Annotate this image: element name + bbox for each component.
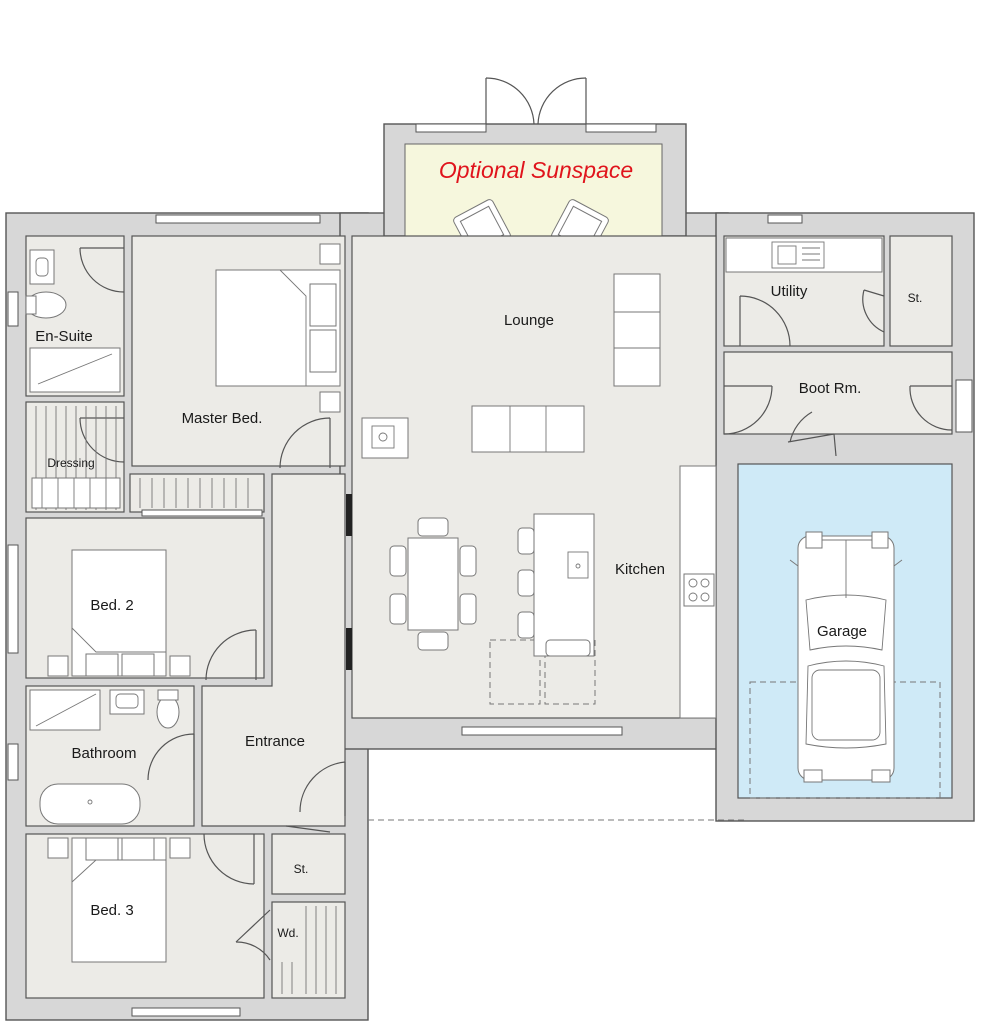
lounge-furniture <box>361 273 661 459</box>
bathroom-fixtures <box>29 689 180 825</box>
bed2-furniture <box>47 549 191 677</box>
dining-furniture <box>389 517 477 651</box>
ensuite-fixtures <box>25 249 121 393</box>
wardrobe-rails <box>281 906 337 994</box>
room-label-utility: Utility <box>771 283 808 300</box>
room-label-ensuite: En-Suite <box>35 328 93 345</box>
utility-fixtures <box>725 237 883 273</box>
room-label-kitchen: Kitchen <box>615 561 665 578</box>
room-label-entrance: Entrance <box>245 733 305 750</box>
room-label-boot-room: Boot Rm. <box>799 380 862 397</box>
room-label-lounge: Lounge <box>504 312 554 329</box>
room-label-store-utility: St. <box>908 291 923 305</box>
room-label-bed3: Bed. 3 <box>90 902 133 919</box>
room-label-store-entrance: St. <box>294 862 309 876</box>
hob <box>683 573 715 607</box>
car <box>789 531 903 783</box>
room-label-dressing: Dressing <box>47 456 94 470</box>
room-label-garage: Garage <box>817 623 867 640</box>
kitchen-island <box>517 513 595 657</box>
windows <box>7 214 973 1017</box>
doors <box>79 247 953 961</box>
room-label-bed2: Bed. 2 <box>90 597 133 614</box>
room-label-wardrobe: Wd. <box>277 926 298 940</box>
sunspace-label: Optional Sunspace <box>439 157 633 183</box>
room-label-master-bed: Master Bed. <box>182 410 263 427</box>
room-label-bathroom: Bathroom <box>71 745 136 762</box>
master-bed-furniture <box>215 243 341 413</box>
dressing-rails <box>31 406 121 510</box>
french-doors <box>485 77 587 125</box>
bed3-furniture <box>47 837 191 963</box>
wardrobe-strip <box>139 478 249 508</box>
